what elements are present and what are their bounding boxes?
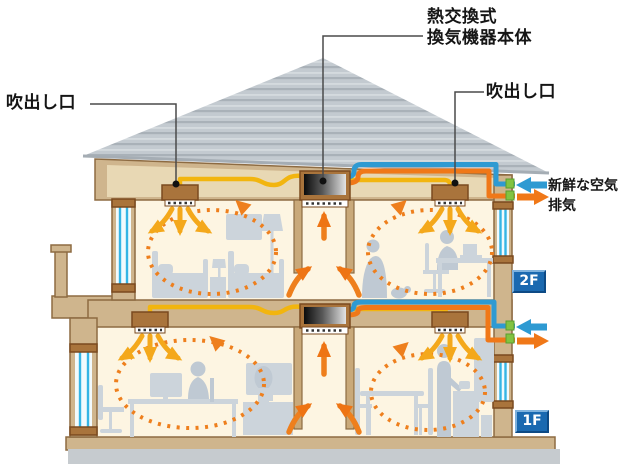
- cabinet: [243, 402, 293, 435]
- label-heat-exchanger-line1: 熱交換式: [427, 7, 497, 27]
- return-air-arrows: [286, 211, 362, 435]
- heat-exchanger-unit-midfloor: [299, 303, 351, 335]
- unit-body: [304, 307, 346, 324]
- windows: [69, 198, 514, 436]
- label-fresh-air: 新鮮な空気: [548, 178, 618, 194]
- bin: [481, 415, 492, 437]
- monitor: [150, 373, 182, 400]
- balcony-parapet: [54, 248, 68, 298]
- kettle: [459, 381, 470, 389]
- nightstand-lamp: [210, 259, 226, 298]
- sitting-person: [188, 361, 214, 402]
- unit-body: [304, 174, 346, 195]
- exhaust-duct-mid: [346, 305, 515, 343]
- roof-surface: [83, 58, 549, 173]
- ceiling-outlet-2f-right: [431, 184, 469, 207]
- ducts: [147, 162, 515, 343]
- ceiling-outlet-2f-left: [161, 184, 199, 207]
- label-outlet-right: 吹出し口: [486, 82, 556, 102]
- flow-arrowhead: [392, 341, 409, 358]
- study-furniture: [362, 230, 493, 299]
- dining-table: [360, 391, 424, 435]
- supply-air-arrows: [117, 206, 483, 363]
- office-chair: [98, 385, 124, 433]
- fresh-air-duct-mid: [346, 299, 515, 329]
- fresh-air-arrow-lower: [516, 319, 547, 335]
- fresh-air-duct-attic: [346, 162, 515, 187]
- bed: [228, 251, 284, 298]
- exhaust-arrow-upper: [517, 189, 549, 205]
- supply-duct-attic-right: [348, 177, 453, 186]
- label-exhaust: 排気: [548, 198, 576, 214]
- vent-cap: [505, 178, 515, 189]
- vent-cap: [505, 190, 515, 201]
- supply-duct-mid-left: [147, 304, 303, 316]
- fresh-air-arrow-upper: [516, 177, 547, 193]
- heat-exchanger-unit-attic: [299, 170, 351, 208]
- ceiling-outlet-1f-left: [131, 311, 169, 334]
- exhaust-duct-attic: [346, 168, 515, 199]
- vent-cap: [505, 320, 515, 331]
- floor-badge-2f: 2F: [512, 270, 546, 293]
- wall-picture: [226, 214, 262, 240]
- window-1f-left: [69, 343, 98, 436]
- flow-arrowhead: [209, 335, 226, 352]
- dining-chair: [416, 368, 433, 435]
- ceiling-outlet-1f-right: [431, 311, 469, 334]
- leader-lines: [90, 35, 484, 188]
- exhaust-arrow-lower: [517, 333, 549, 349]
- roof: [82, 58, 550, 175]
- living-furniture: [98, 361, 293, 437]
- kneeling-person: [362, 239, 387, 298]
- window-2f-left: [111, 198, 136, 293]
- label-heat-exchanger: 熱交換式 換気機器本体: [427, 7, 532, 49]
- exterior-vents: [505, 177, 549, 349]
- laptop: [460, 244, 482, 258]
- vent-cap: [505, 333, 515, 344]
- foundation: [68, 449, 560, 464]
- mid-floor-line: [89, 301, 511, 304]
- label-heat-exchanger-line2: 換気機器本体: [427, 28, 532, 48]
- flow-arrowhead: [390, 199, 407, 216]
- air-circulation-loops: [114, 199, 494, 432]
- window-1f-right: [492, 354, 514, 409]
- ground-floor-band: [65, 436, 556, 451]
- window-2f-right: [492, 201, 514, 264]
- flow-arrowhead: [235, 199, 252, 216]
- balcony-parapet-cap: [50, 244, 72, 253]
- supply-duct-attic-left: [177, 173, 303, 188]
- desk: [436, 258, 493, 297]
- floor-badge-1f: 1F: [515, 410, 549, 433]
- label-outlet-left: 吹出し口: [6, 93, 76, 113]
- kitchen-counter: [453, 391, 479, 437]
